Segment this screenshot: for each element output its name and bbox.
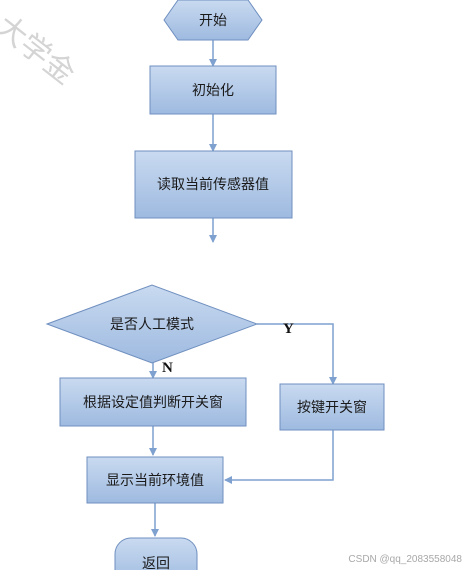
manual-window-control-node: 按键开关窗 <box>279 383 385 431</box>
auto-window-control-shape <box>59 377 247 427</box>
read-sensors-node-shape <box>134 150 293 219</box>
init-node: 初始化 <box>149 65 277 115</box>
return-node: 返回 <box>114 537 198 570</box>
manual-mode-decision-node: 是否人工模式 <box>45 284 259 364</box>
init-node-shape <box>149 65 277 115</box>
auto-window-control-node: 根据设定值判断开关窗 <box>59 377 247 427</box>
display-environment-shape <box>86 456 224 504</box>
read-sensors-node-label: 读取当前传感器值 <box>157 176 269 193</box>
manual-window-control-shape <box>279 383 385 431</box>
init-node-label: 初始化 <box>192 82 234 99</box>
watermark: 大学金 <box>0 9 82 92</box>
manual-mode-decision-shape <box>45 284 259 364</box>
credit-watermark: CSDN @qq_2083558048 <box>348 554 462 565</box>
start-node-label: 开始 <box>199 13 227 29</box>
return-node-shape <box>114 537 198 570</box>
connector-manual-to-display <box>224 430 334 484</box>
manual-mode-decision-label: 是否人工模式 <box>110 317 194 333</box>
branch-yes-label: Y <box>283 321 294 337</box>
display-environment-node: 显示当前环境值 <box>86 456 224 504</box>
connectors <box>149 40 337 537</box>
manual-window-control-label: 按键开关窗 <box>297 399 367 416</box>
return-node-label: 返回 <box>142 556 170 570</box>
read-sensors-node: 读取当前传感器值 <box>134 150 293 219</box>
start-node: 开始 <box>163 0 263 41</box>
branch-no-label: N <box>162 360 173 376</box>
auto-window-control-label: 根据设定值判断开关窗 <box>83 394 223 411</box>
start-node-shape <box>163 0 263 41</box>
connector-yes-to-manual <box>257 323 337 385</box>
display-environment-label: 显示当前环境值 <box>106 472 204 489</box>
